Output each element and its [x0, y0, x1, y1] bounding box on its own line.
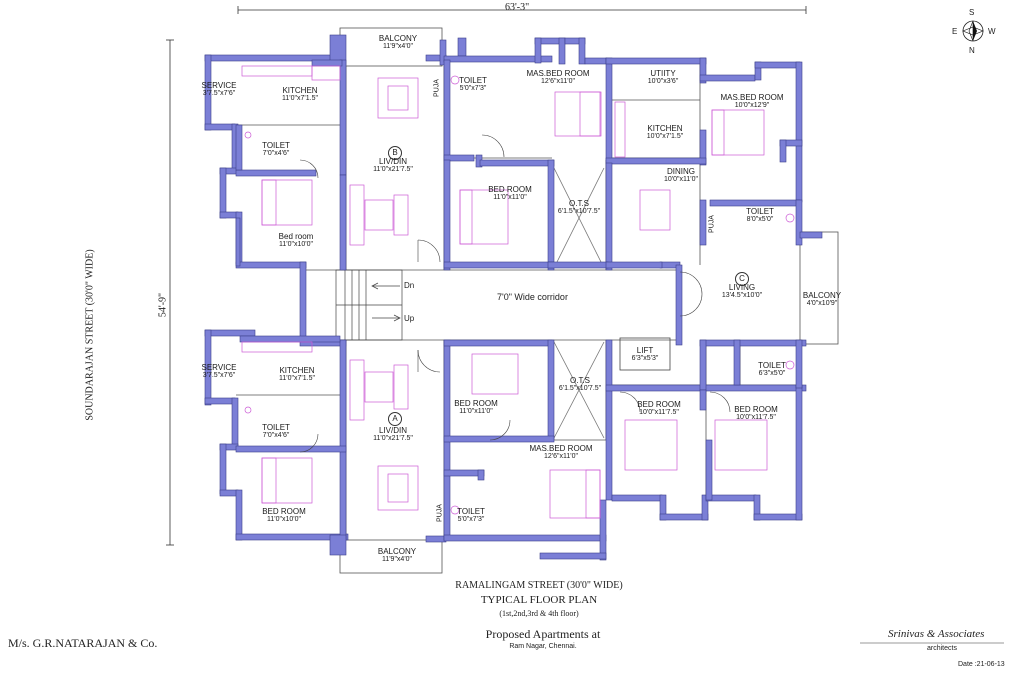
project-title: Proposed Apartments at: [485, 627, 601, 641]
puja-label-top: PUJA: [433, 79, 441, 97]
flat-marker-c: C: [735, 272, 749, 286]
furniture: [241, 65, 795, 519]
bottom-street-label: RAMALINGAM STREET (30'0" WIDE): [455, 580, 623, 591]
architect-name: Srinivas & Associates: [888, 628, 985, 640]
walls: [204, 34, 823, 561]
drawing-date: Date :21-06-13: [958, 661, 1005, 668]
project-location: Ram Nagar, Chennai.: [509, 643, 577, 650]
staircase: [335, 269, 403, 341]
flat-marker-b: B: [388, 146, 402, 160]
top-dimension-line: [237, 6, 807, 14]
puja-label-right: PUJA: [708, 215, 716, 233]
width-dimension: 63'-3": [505, 2, 530, 13]
height-dimension: 54'-9": [157, 292, 169, 318]
compass-e: E: [952, 27, 958, 36]
flat-marker-a: A: [388, 412, 402, 426]
compass-n: N: [969, 46, 975, 55]
left-dimension-line: [166, 39, 174, 546]
client-name: M/s. G.R.NATARAJAN & Co.: [8, 636, 158, 650]
compass-s: S: [969, 8, 975, 17]
architect-role: architects: [927, 645, 957, 652]
stair-down-label: Dn: [404, 281, 415, 290]
compass-w: W: [988, 27, 996, 36]
stair-up-label: Up: [404, 314, 415, 323]
corridor-label: 7'0" Wide corridor: [497, 292, 568, 302]
puja-label-bottom: PUJA: [436, 504, 444, 522]
compass-rose: [962, 20, 984, 42]
door-swings: [299, 134, 731, 453]
plan-title: TYPICAL FLOOR PLAN: [480, 594, 598, 606]
left-street-label: SOUNDARAJAN STREET (30'0" WIDE): [84, 249, 96, 421]
plan-subtitle: (1st,2nd,3rd & 4th floor): [499, 609, 579, 618]
